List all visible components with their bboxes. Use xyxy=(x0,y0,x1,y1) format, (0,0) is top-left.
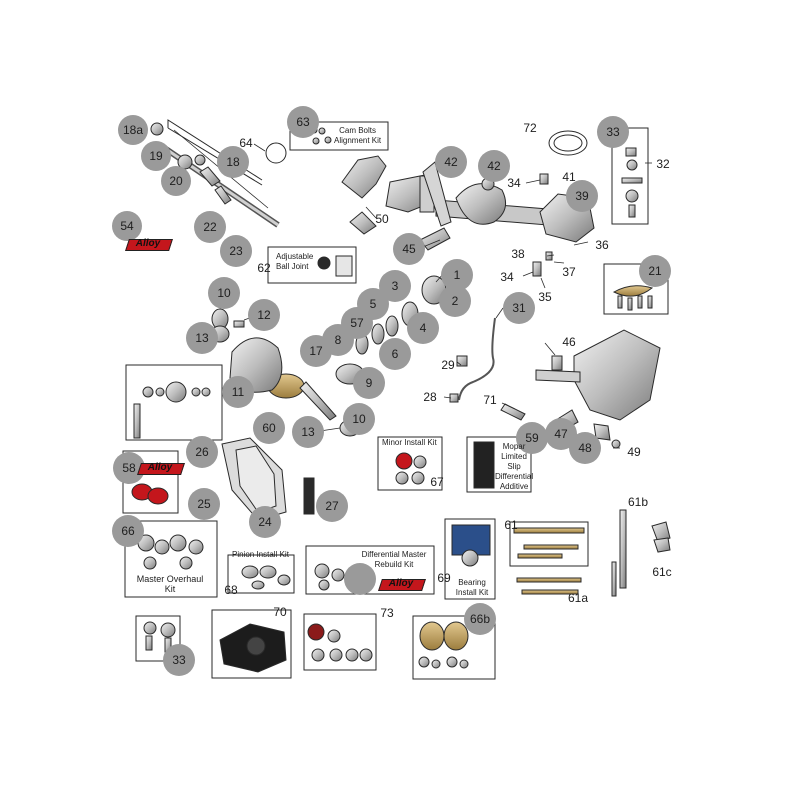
callout-32[interactable]: 32 xyxy=(656,157,670,171)
callout-20[interactable]: 20 xyxy=(161,166,191,196)
callout-2[interactable]: 2 xyxy=(439,285,471,317)
callout-13-top[interactable]: 13 xyxy=(186,322,218,354)
callout-66[interactable]: 66 xyxy=(112,515,144,547)
callout-10-top[interactable]: 10 xyxy=(208,277,240,309)
minor-install-label: Minor Install Kit xyxy=(382,438,437,447)
pinion-shaft xyxy=(299,381,337,421)
adjustable-ball-joint-label: Adjustable Ball Joint xyxy=(276,252,314,271)
rear-housing xyxy=(573,329,661,421)
callout-42-right[interactable]: 42 xyxy=(478,150,510,182)
callout-33-top[interactable]: 33 xyxy=(597,116,629,148)
callout-36[interactable]: 36 xyxy=(595,238,609,252)
differential-master-label: Differential Master Rebuild Kit xyxy=(361,550,427,569)
callout-24[interactable]: 24 xyxy=(249,506,281,538)
callout-23[interactable]: 23 xyxy=(220,235,252,267)
callout-70[interactable]: 70 xyxy=(273,605,287,619)
callout-31[interactable]: 31 xyxy=(503,292,535,324)
callout-39[interactable]: 39 xyxy=(566,180,598,212)
alloy-logo-diff-kit: Alloy xyxy=(378,576,426,592)
bearing-set-box xyxy=(303,613,377,671)
cam-bolts-label: Cam Bolts Alignment Kit xyxy=(334,126,382,145)
master-overhaul-label: Master Overhaul Kit xyxy=(136,574,204,594)
drag-link-end xyxy=(349,211,377,235)
callout-42-left[interactable]: 42 xyxy=(435,146,467,178)
callout-3[interactable]: 3 xyxy=(379,270,411,302)
shaft-seal-ring xyxy=(265,142,287,164)
callout-66b[interactable]: 66b xyxy=(464,603,496,635)
callout-71[interactable]: 71 xyxy=(483,393,497,407)
callout-63[interactable]: 63 xyxy=(287,106,319,138)
callout-13-bottom[interactable]: 13 xyxy=(292,416,324,448)
callout-50[interactable]: 50 xyxy=(375,212,389,226)
callout-38[interactable]: 38 xyxy=(511,247,525,261)
callout-46[interactable]: 46 xyxy=(562,335,576,349)
callout-6[interactable]: 6 xyxy=(379,338,411,370)
callout-61c[interactable]: 61c xyxy=(652,565,672,579)
callout-11[interactable]: 11 xyxy=(222,376,254,408)
mopar-additive-label: Mopar Limited Slip Differential Additive xyxy=(495,442,534,491)
callout-67[interactable]: 67 xyxy=(430,475,444,489)
callout-10-bottom[interactable]: 10 xyxy=(343,403,375,435)
callout-33-bottom[interactable]: 33 xyxy=(163,644,195,676)
callout-21[interactable]: 21 xyxy=(639,255,671,287)
callout-61a[interactable]: 61a xyxy=(567,591,589,605)
callout-61b[interactable]: 61b xyxy=(627,495,649,509)
callout-35[interactable]: 35 xyxy=(538,290,552,304)
callout-9[interactable]: 9 xyxy=(353,367,385,399)
callout-22[interactable]: 22 xyxy=(194,211,226,243)
u-joint-cap xyxy=(150,122,164,136)
callout-27[interactable]: 27 xyxy=(316,490,348,522)
callout-48[interactable]: 48 xyxy=(569,432,601,464)
callout-17[interactable]: 17 xyxy=(300,335,332,367)
callout-18a[interactable]: 18a xyxy=(118,115,148,145)
callout-73[interactable]: 73 xyxy=(380,606,394,620)
callout-54[interactable]: 54 xyxy=(112,211,142,241)
steering-arm xyxy=(341,155,387,199)
callout-60[interactable]: 60 xyxy=(253,412,285,444)
alloy-logo-54: Alloy xyxy=(125,236,173,252)
callout-34-bottom[interactable]: 34 xyxy=(500,270,514,284)
sealant-tube xyxy=(303,477,315,515)
carrier-parts-box xyxy=(125,364,223,441)
callout-18[interactable]: 18 xyxy=(217,146,249,178)
callout-29[interactable]: 29 xyxy=(441,358,455,372)
callout-61[interactable]: 61 xyxy=(504,518,518,532)
pinion-install-label: Pinion Install Kit xyxy=(232,550,289,559)
callout-64[interactable]: 64 xyxy=(239,136,253,150)
callout-26[interactable]: 26 xyxy=(186,436,218,468)
callout-59[interactable]: 59 xyxy=(516,422,548,454)
callout-72[interactable]: 72 xyxy=(523,121,537,135)
callout-28[interactable]: 28 xyxy=(423,390,437,404)
callout-12[interactable]: 12 xyxy=(248,299,280,331)
callout-41[interactable]: 41 xyxy=(562,170,576,184)
callout-45[interactable]: 45 xyxy=(393,233,425,265)
callout-34-top[interactable]: 34 xyxy=(507,176,521,190)
callout-37[interactable]: 37 xyxy=(562,265,576,279)
diff-housing-front xyxy=(455,183,507,225)
callout-68[interactable]: 68 xyxy=(224,583,238,597)
callout-62[interactable]: 62 xyxy=(257,261,271,275)
ring-part xyxy=(548,130,588,156)
callout-49[interactable]: 49 xyxy=(627,445,641,459)
bearing-install-label: Bearing Install Kit xyxy=(455,578,489,597)
callout-4[interactable]: 4 xyxy=(407,312,439,344)
callout-25[interactable]: 25 xyxy=(188,488,220,520)
callout-69[interactable]: 69 xyxy=(437,571,451,585)
axle-shaft-assembly xyxy=(158,119,280,228)
callout-diff-kit[interactable] xyxy=(344,563,376,595)
alloy-logo-58: Alloy xyxy=(137,460,185,476)
callout-19[interactable]: 19 xyxy=(141,141,171,171)
axle-shaft-long xyxy=(619,509,627,589)
